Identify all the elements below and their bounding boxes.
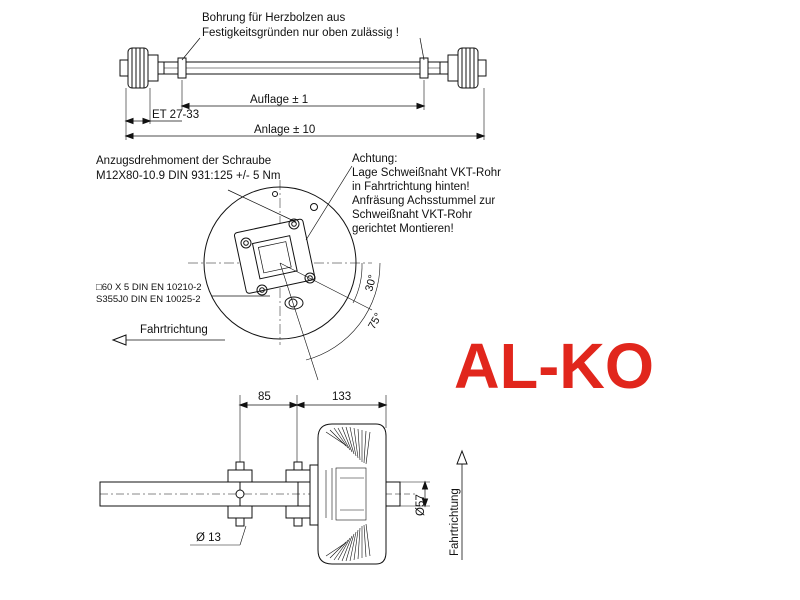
dim-133-label: 133 [332, 391, 351, 403]
direction-label-front: Fahrtrichtung [449, 488, 461, 556]
drum-fins [325, 426, 371, 562]
warning-line-1: Achtung: [352, 153, 397, 165]
flange-bolts [240, 218, 316, 296]
right-wheel-hub [439, 47, 487, 89]
dim-d13-label: Ø 13 [196, 532, 221, 544]
warning-line-5: Schweißnaht VKT-Rohr [352, 209, 472, 221]
top-view [119, 37, 487, 140]
u-bolt-clamps [227, 461, 311, 527]
auflage-label: Auflage ± 1 [250, 94, 308, 106]
et-label: ET 27-33 [152, 109, 199, 121]
alko-logo: AL-KO [454, 330, 654, 402]
arc-75 [305, 262, 381, 361]
hole-note-line1: Bohrung für Herzbolzen aus [202, 12, 345, 24]
dim-85-label: 85 [258, 391, 271, 403]
warning-line-2: Lage Schweißnaht VKT-Rohr [352, 167, 501, 179]
torque-line2: M12X80-10.9 DIN 931:125 +/- 5 Nm [96, 170, 280, 182]
front-view [99, 395, 468, 565]
angle-75-label: 75° [366, 311, 385, 331]
dim-d57-label: Ø57 [415, 494, 427, 516]
material-line1: □60 X 5 DIN EN 10210-2 [96, 282, 202, 293]
angle-30-label: 30° [363, 274, 379, 293]
warning-line-6: gerichtet Montieren! [352, 223, 454, 235]
warning-line-3: in Fahrtrichtung hinten! [352, 181, 470, 193]
square-tube-flange [233, 218, 316, 294]
kingpin-hole [284, 296, 304, 310]
left-wheel-hub [119, 47, 165, 89]
arc-30 [352, 262, 363, 304]
material-line2: S355J0 DIN EN 10025-2 [96, 294, 201, 305]
hole-note-line2: Festigkeitsgründen nur oben zulässig ! [202, 27, 399, 39]
warning-line-4: Anfräsung Achsstummel zur [352, 195, 495, 207]
anlage-label: Anlage ± 10 [254, 124, 315, 136]
torque-line1: Anzugsdrehmoment der Schraube [96, 155, 271, 167]
direction-label-side: Fahrtrichtung [140, 324, 208, 336]
side-view [111, 165, 381, 381]
